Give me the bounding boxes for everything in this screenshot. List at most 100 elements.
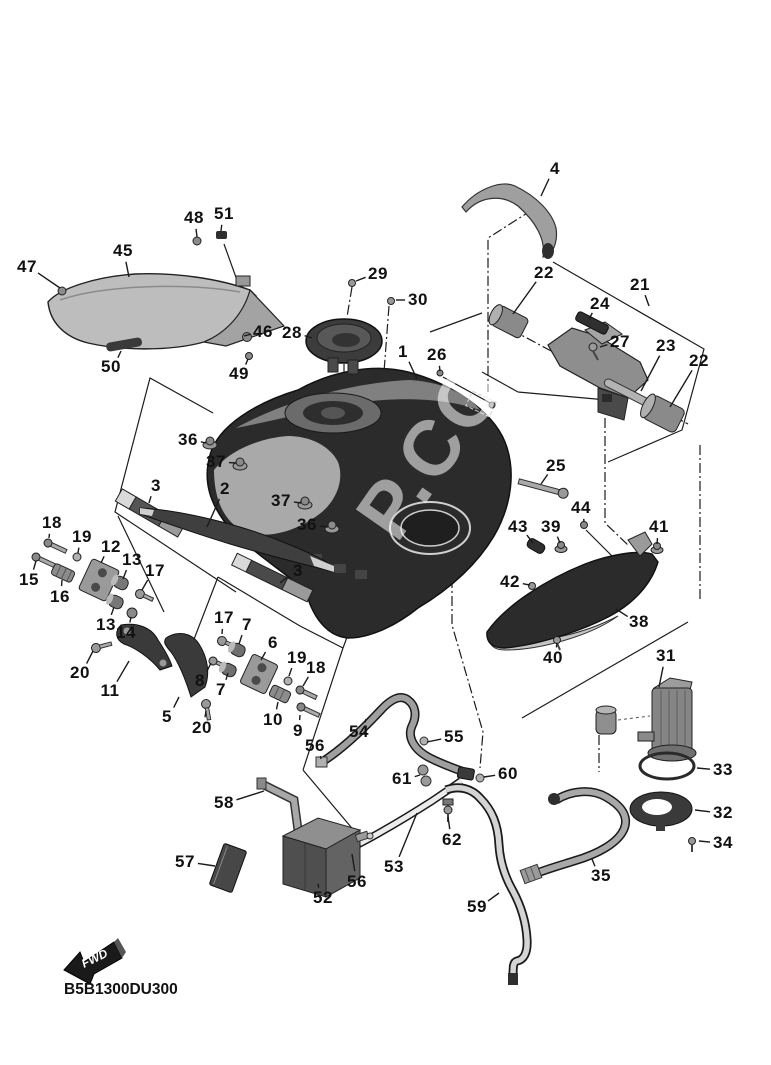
leader-line xyxy=(526,534,534,544)
leader-line xyxy=(279,576,288,584)
leader-line xyxy=(200,441,207,444)
nut-14 xyxy=(126,607,138,619)
leader-line xyxy=(615,608,629,618)
leader-line xyxy=(173,696,180,708)
leader-line xyxy=(540,474,549,485)
leader-line xyxy=(125,261,130,278)
leader-line xyxy=(225,672,229,681)
leader-line xyxy=(275,701,279,710)
leader-line xyxy=(447,816,451,830)
bolt-47 xyxy=(57,286,67,296)
clamp-56a xyxy=(315,756,328,768)
clamp-61 xyxy=(417,764,429,776)
leader-line xyxy=(197,862,216,867)
leader-line xyxy=(669,369,693,408)
leader-line xyxy=(522,582,531,586)
leader-line xyxy=(512,281,537,315)
leader-line xyxy=(148,495,152,504)
nut-37a xyxy=(232,457,248,471)
leader-line xyxy=(364,718,367,723)
leader-line xyxy=(293,501,302,504)
leader-line xyxy=(540,178,550,197)
fuel-pump-assembly xyxy=(595,677,697,852)
pump-opening xyxy=(389,501,471,555)
left-mount-stack xyxy=(31,538,173,671)
leader-line xyxy=(32,560,37,570)
leader-line xyxy=(110,606,115,616)
hose-grommet xyxy=(548,793,560,805)
pad-57 xyxy=(209,843,247,893)
fuel-tank xyxy=(206,367,512,639)
leader-line xyxy=(195,228,198,238)
leader-line xyxy=(236,790,265,801)
pad-24 xyxy=(575,311,609,335)
grommet-51 xyxy=(216,231,227,239)
rear-bracket-assembly xyxy=(488,304,685,433)
screw-49 xyxy=(245,352,253,360)
leader-line xyxy=(304,335,313,339)
tank-strap xyxy=(461,183,558,259)
leader-line xyxy=(319,755,322,760)
canister-assembly xyxy=(209,777,374,898)
leader-line xyxy=(438,365,441,372)
leader-line xyxy=(129,616,132,623)
leader-line xyxy=(694,809,711,813)
leader-line xyxy=(245,358,249,365)
leader-line xyxy=(599,344,608,348)
hoses xyxy=(319,693,631,982)
rail-fasteners xyxy=(202,436,340,534)
leader-line xyxy=(288,667,293,677)
leader-line xyxy=(85,650,94,664)
screw-30 xyxy=(387,297,395,305)
nut-39 xyxy=(554,541,568,553)
washer-19b xyxy=(283,676,293,686)
leader-line xyxy=(260,651,267,661)
leader-line xyxy=(117,350,122,358)
leader-line xyxy=(555,642,558,648)
nut-37b xyxy=(297,496,313,510)
leader-line xyxy=(77,547,80,554)
leader-line xyxy=(483,774,496,778)
bracket-6 xyxy=(240,654,278,694)
leader-line xyxy=(206,662,212,672)
clamp-55 xyxy=(419,736,429,746)
damper-43 xyxy=(526,538,546,554)
cover-pad xyxy=(106,337,142,352)
bracket-12 xyxy=(78,558,120,602)
leader-line xyxy=(220,224,223,232)
screw-29 xyxy=(348,279,356,287)
leader-line xyxy=(591,858,596,867)
leader-line xyxy=(351,853,356,872)
leader-line xyxy=(426,738,442,743)
t-joint xyxy=(456,766,475,781)
fuel-cap xyxy=(305,279,395,375)
leader-line xyxy=(556,536,561,544)
leader-line xyxy=(696,767,711,770)
leader-line xyxy=(319,525,329,528)
leader-line xyxy=(238,634,243,645)
leader-line xyxy=(122,569,128,580)
o-ring-33 xyxy=(638,751,696,781)
nut-36a xyxy=(202,436,218,450)
washer-19a xyxy=(72,552,82,562)
leader-line xyxy=(100,556,105,564)
leader-line xyxy=(414,774,421,778)
bolt-25 xyxy=(517,478,569,499)
leader-line xyxy=(640,355,661,392)
right-side-cover xyxy=(486,521,664,651)
leader-line xyxy=(487,892,500,902)
left-side-cover xyxy=(47,231,286,360)
leader-line xyxy=(116,660,130,683)
screw-42 xyxy=(528,582,536,590)
leader-line xyxy=(398,812,418,858)
leader-line xyxy=(588,312,593,320)
bracket-11 xyxy=(116,623,173,671)
damper-22b xyxy=(640,393,685,433)
leader-line xyxy=(408,361,418,380)
leader-line xyxy=(37,272,61,289)
bracket-5 xyxy=(164,632,209,698)
drawing-code: B5B1300DU300 xyxy=(64,981,178,998)
